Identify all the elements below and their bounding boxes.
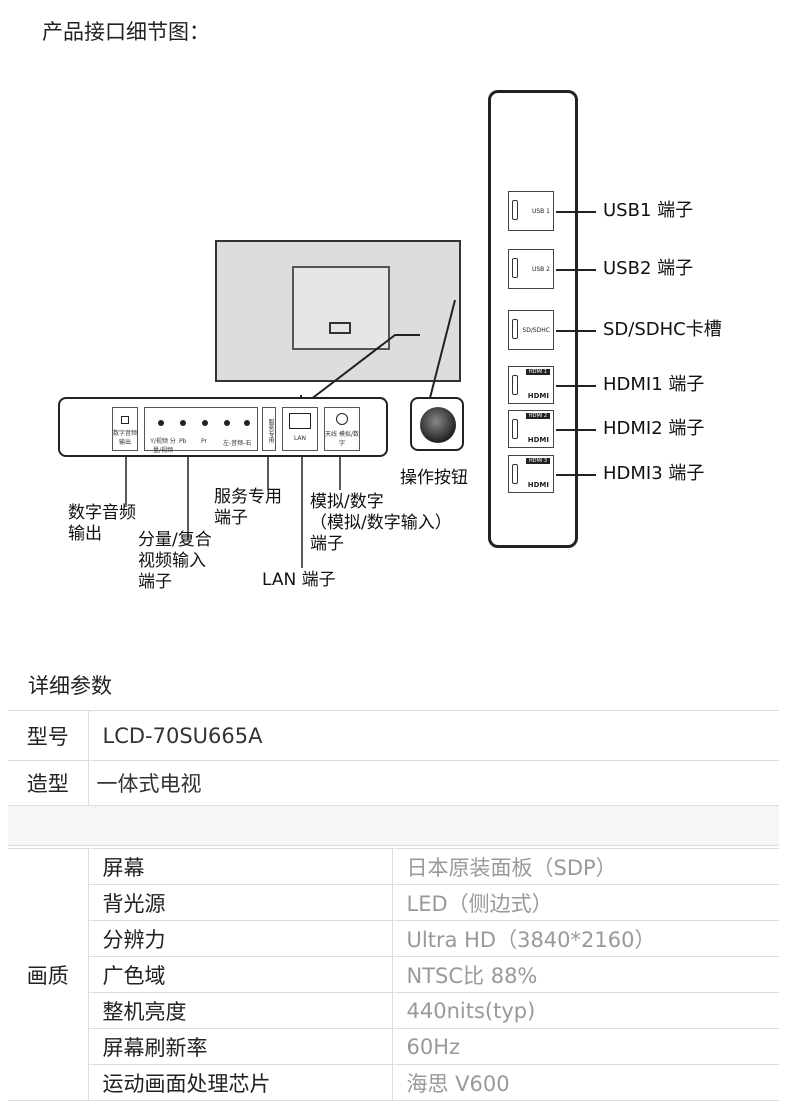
spec-value: 60Hz xyxy=(392,1028,779,1065)
component-label: 分量/复合视频输入端子 xyxy=(138,530,212,592)
section-title: 详细参数 xyxy=(28,674,112,698)
spec-value: 440nits(typ) xyxy=(392,992,779,1029)
spec-value: NTSC比 88% xyxy=(392,956,779,993)
tv-back-image xyxy=(215,240,461,382)
spec-row: 画质屏幕日本原装面板（SDP） xyxy=(8,848,779,1101)
spec-value: 日本原装面板（SDP） xyxy=(392,848,779,885)
spec-key: 运动画面处理芯片 xyxy=(88,1064,393,1101)
side-port-label: HDMI1 端子 xyxy=(603,374,705,395)
spec-key: 背光源 xyxy=(88,884,393,921)
side-port-0: USB 1 xyxy=(508,191,554,231)
antenna-port: 天线 模拟/数字 xyxy=(324,407,360,451)
leader-line xyxy=(556,385,596,387)
connector-lines xyxy=(125,299,456,568)
optical-label: 数字音频输出 xyxy=(68,503,136,544)
spec-value: LED（侧边式） xyxy=(392,884,779,921)
spec-key: 造型 xyxy=(8,760,89,806)
component-ports: Y/视频 分量/视频 Pb Pr 左-音频-右 xyxy=(144,407,258,454)
antenna-label: 模拟/数字（模拟/数字输入）端子 xyxy=(310,492,452,554)
spec-key: 整机亮度 xyxy=(88,992,393,1029)
lan-label: LAN 端子 xyxy=(262,570,336,590)
leader-line xyxy=(556,211,596,213)
leader-line xyxy=(556,474,596,476)
control-button-image xyxy=(410,397,464,451)
side-port-label: HDMI3 端子 xyxy=(603,463,705,484)
side-port-2: SD/SDHC xyxy=(508,310,554,350)
spec-value: Ultra HD（3840*2160） xyxy=(392,920,779,957)
rear-port-panel: 数字音频输出 Y/视频 分量/视频 Pb Pr 左-音频-右 服务专用 LAN … xyxy=(58,397,388,457)
side-port-1: USB 2 xyxy=(508,249,554,289)
spec-group-key: 画质 xyxy=(8,848,89,1101)
leader-line xyxy=(556,330,596,332)
side-port-label: SD/SDHC卡槽 xyxy=(603,319,722,340)
spec-key: 型号 xyxy=(8,710,89,761)
spec-key: 屏幕 xyxy=(88,848,393,885)
page-title: 产品接口细节图： xyxy=(42,20,210,44)
spec-value: 一体式电视 xyxy=(88,760,779,806)
spec-key: 屏幕刷新率 xyxy=(88,1028,393,1065)
leader-line xyxy=(556,429,596,431)
leader-line xyxy=(556,269,596,271)
button-label: 操作按钮 xyxy=(400,468,468,488)
spec-value: 海思 V600 xyxy=(392,1064,779,1101)
side-port-label: USB2 端子 xyxy=(603,258,694,279)
spec-row: 运动画面处理芯片海思 V600 xyxy=(8,1064,779,1101)
service-port: 服务专用 xyxy=(262,407,276,451)
service-label: 服务专用端子 xyxy=(214,487,282,528)
lan-port: LAN xyxy=(282,407,318,451)
side-port-label: HDMI2 端子 xyxy=(603,418,705,439)
spec-key: 分辨力 xyxy=(88,920,393,957)
spec-value: LCD-70SU665A xyxy=(88,710,779,761)
optical-port: 数字音频输出 xyxy=(112,407,138,451)
side-port-label: USB1 端子 xyxy=(603,200,694,221)
spec-key: 广色域 xyxy=(88,956,393,993)
